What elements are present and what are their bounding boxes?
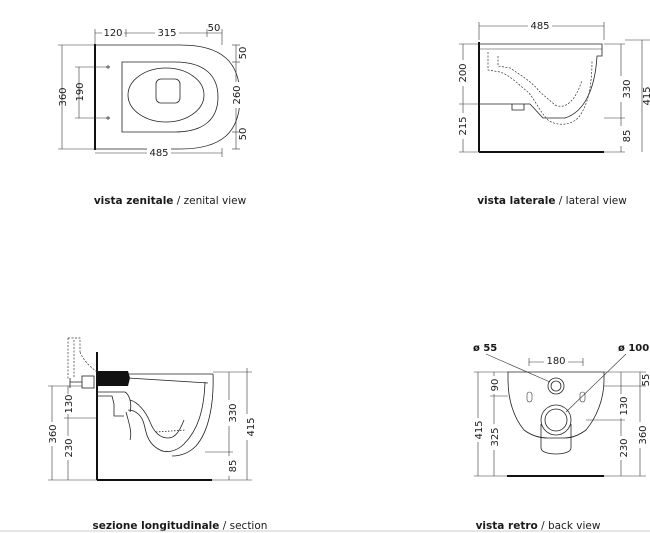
section-seat <box>97 371 130 386</box>
back-dim-top-width: 180 <box>546 356 565 367</box>
back-water-inlet <box>547 377 565 395</box>
lateral-dim-left-bottom: 215 <box>458 116 469 135</box>
section-dim-right-outer: 415 <box>246 417 257 436</box>
section-caption: sezione longitudinale / section <box>93 520 268 532</box>
zenital-dim-right-mid: 260 <box>232 85 243 104</box>
back-dim-right-mid: 130 <box>619 396 630 415</box>
back-dim-left-outer: 415 <box>474 420 485 439</box>
zenital-dim-top-c: 50 <box>208 23 221 34</box>
back-dim-dia-right: ø 100 <box>618 343 649 354</box>
section-bowl-inner <box>127 381 206 452</box>
back-view: ø 55 ø 100 180 415 90 325 130 230 55 <box>470 343 650 532</box>
zenital-dim-right-bottom: 50 <box>238 128 249 141</box>
lateral-dim-right-outer: 415 <box>642 86 650 105</box>
section-connector <box>81 375 95 389</box>
back-outlet <box>540 404 572 436</box>
zenital-cover-square <box>155 78 181 104</box>
lateral-dim-right-bottom: 85 <box>622 130 633 143</box>
section-dim-right-bottom: 85 <box>228 460 239 473</box>
zenital-dim-top-a: 120 <box>103 28 122 39</box>
zenital-view: 120 315 50 360 190 50 260 50 485 vista z… <box>58 23 249 207</box>
zenital-bowl-opening <box>127 67 205 123</box>
back-fixing-slot-right <box>579 391 586 403</box>
back-dim-right-low: 230 <box>619 438 630 457</box>
section-dim-left-lower: 230 <box>64 438 75 457</box>
zenital-caption: vista zenitale / zenital view <box>94 195 247 207</box>
lateral-trap-hidden <box>487 52 593 125</box>
zenital-dim-bottom: 485 <box>149 148 168 159</box>
back-dim-right-small: 55 <box>641 374 650 387</box>
lateral-dim-top: 485 <box>530 21 549 32</box>
zenital-dim-left-outer: 360 <box>58 87 69 106</box>
back-dim-dia-left: ø 55 <box>473 343 497 354</box>
back-dim-right-outer: 360 <box>638 425 649 444</box>
lateral-view: 485 200 215 330 85 415 vista laterale / … <box>454 20 650 207</box>
section-dim-left-outer: 360 <box>48 424 59 443</box>
lateral-dim-left-top: 200 <box>458 63 469 82</box>
lateral-caption: vista laterale / lateral view <box>477 195 627 207</box>
zenital-dim-top-b: 315 <box>157 28 176 39</box>
back-dim-left-small: 90 <box>490 379 501 392</box>
lateral-dim-right-inner: 330 <box>622 79 633 98</box>
section-bowl-outer <box>97 373 214 457</box>
zenital-dim-right-top: 50 <box>238 47 249 60</box>
section-dim-left-upper: 130 <box>64 394 75 413</box>
zenital-seat-outline <box>121 61 219 133</box>
section-view: 360 130 230 330 85 415 sezione longitudi… <box>44 337 268 532</box>
lateral-body-outline <box>479 43 603 119</box>
back-body-outline <box>507 371 605 439</box>
back-caption: vista retro / back view <box>476 520 601 532</box>
zenital-dim-left-inner: 190 <box>75 82 86 101</box>
back-dim-left-inner: 325 <box>490 427 501 446</box>
back-fixing-slot-left <box>526 391 533 403</box>
section-cistern-pipe <box>67 337 98 380</box>
section-dim-right-inner: 330 <box>228 403 239 422</box>
